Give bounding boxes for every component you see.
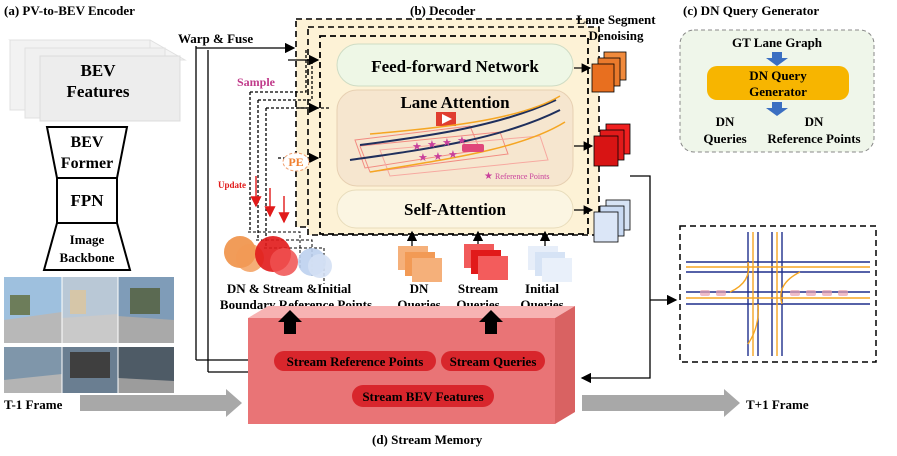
dn-query-generator-box xyxy=(707,66,849,100)
dn-generator-line1: DN Query xyxy=(749,68,807,83)
warp-fuse-label: Warp & Fuse xyxy=(178,31,253,46)
gt-lane-graph-label: GT Lane Graph xyxy=(732,35,823,50)
update-label: Update xyxy=(218,180,246,190)
stream-queries-line1: Stream xyxy=(458,281,498,296)
encoder-title: (a) PV-to-BEV Encoder xyxy=(4,3,135,18)
bev-former-line1: BEV xyxy=(71,134,104,151)
decoder-title: (b) Decoder xyxy=(410,3,476,18)
stream-bev-features-label: Stream BEV Features xyxy=(362,389,483,404)
image-backbone-line2: Backbone xyxy=(60,250,115,265)
ffn-module: Feed-forward Network xyxy=(336,43,574,87)
fpn-label: FPN xyxy=(70,191,104,210)
lane-attention-module: Lane Attention ★★★★ ★★★ ★ Reference Poin… xyxy=(336,89,574,187)
stream-output-stack xyxy=(593,123,631,167)
stream-reference-points-label: Stream Reference Points xyxy=(287,354,424,369)
dn-gen-refpoints-line1: DN xyxy=(805,114,824,129)
pe-ellipse xyxy=(282,152,310,172)
pe-label: PE xyxy=(288,155,303,169)
lane-attention-illustration: ★★★★ ★★★ xyxy=(349,95,566,177)
svg-text:★: ★ xyxy=(433,151,443,163)
memory-up-arrow-2 xyxy=(479,310,503,334)
boundary-reference-points-blobs xyxy=(224,231,332,284)
self-attention-module: Self-Attention xyxy=(336,189,574,229)
initial-queries-line1: Initial xyxy=(525,281,559,296)
initial-output-stack xyxy=(593,199,631,243)
down-arrow-icon-1 xyxy=(766,52,788,66)
stream-queries-pill: Stream Queries xyxy=(441,351,545,371)
stream-bev-features-pill: Stream BEV Features xyxy=(352,385,494,407)
dn-query-generator-panel: GT Lane Graph DN Query Generator DN Quer… xyxy=(679,29,875,153)
dn-gen-queries-line1: DN xyxy=(716,114,735,129)
stream-queries-memory-label: Stream Queries xyxy=(450,354,537,369)
svg-text:★: ★ xyxy=(427,139,437,151)
memory-up-arrow-1 xyxy=(278,310,302,334)
ffn-label: Feed-forward Network xyxy=(371,57,539,76)
denoising-output-stack xyxy=(591,51,627,93)
next-frame-label: T+1 Frame xyxy=(746,397,809,412)
play-icon xyxy=(442,114,452,124)
lane-graph-result-map xyxy=(679,225,877,363)
prev-frame-arrow xyxy=(80,389,242,417)
svg-text:★: ★ xyxy=(448,149,458,161)
bev-former-line2: Former xyxy=(61,155,113,172)
dn-query-stack xyxy=(398,246,442,282)
bev-features-line2: Features xyxy=(67,82,130,101)
image-backbone-line1: Image xyxy=(70,232,105,247)
fpn-block: FPN xyxy=(56,177,118,224)
reference-points-star: ★ xyxy=(484,171,493,182)
image-backbone-block: Image Backbone xyxy=(42,222,132,271)
stream-reference-points-pill: Stream Reference Points xyxy=(274,351,436,371)
bev-features-line1: BEV xyxy=(81,61,117,80)
lane-attention-label: Lane Attention xyxy=(400,93,510,112)
lane-segment-denoising-line1: Lane Segment xyxy=(576,12,656,27)
self-attention-label: Self-Attention xyxy=(404,200,507,219)
stream-query-stack xyxy=(464,244,508,280)
dn-generator-line2: Generator xyxy=(749,84,807,99)
bev-features-cube: BEV Features xyxy=(8,39,187,122)
memory-title: (d) Stream Memory xyxy=(372,432,483,447)
prev-frame-label: T-1 Frame xyxy=(4,397,63,412)
boundary-ref-line1: DN & Stream &Initial xyxy=(227,281,352,296)
initial-query-stack xyxy=(528,246,572,282)
svg-text:★: ★ xyxy=(418,152,428,164)
camera-images xyxy=(4,277,174,393)
dn-gen-refpoints-line2: Reference Points xyxy=(767,131,860,146)
svg-text:★: ★ xyxy=(412,141,422,153)
dn-generator-title: (c) DN Query Generator xyxy=(683,3,819,18)
lane-segment-denoising-line2: Denoising xyxy=(589,28,644,43)
dn-gen-queries-line2: Queries xyxy=(703,131,746,146)
sample-label: Sample xyxy=(237,75,276,89)
next-frame-arrow xyxy=(582,389,740,417)
dn-queries-line1: DN xyxy=(410,281,429,296)
bev-former-block: BEV Former xyxy=(45,126,129,179)
svg-text:★: ★ xyxy=(457,135,467,147)
down-arrow-icon-2 xyxy=(766,102,788,116)
svg-text:★: ★ xyxy=(442,137,452,149)
reference-points-label: Reference Points xyxy=(495,172,549,181)
